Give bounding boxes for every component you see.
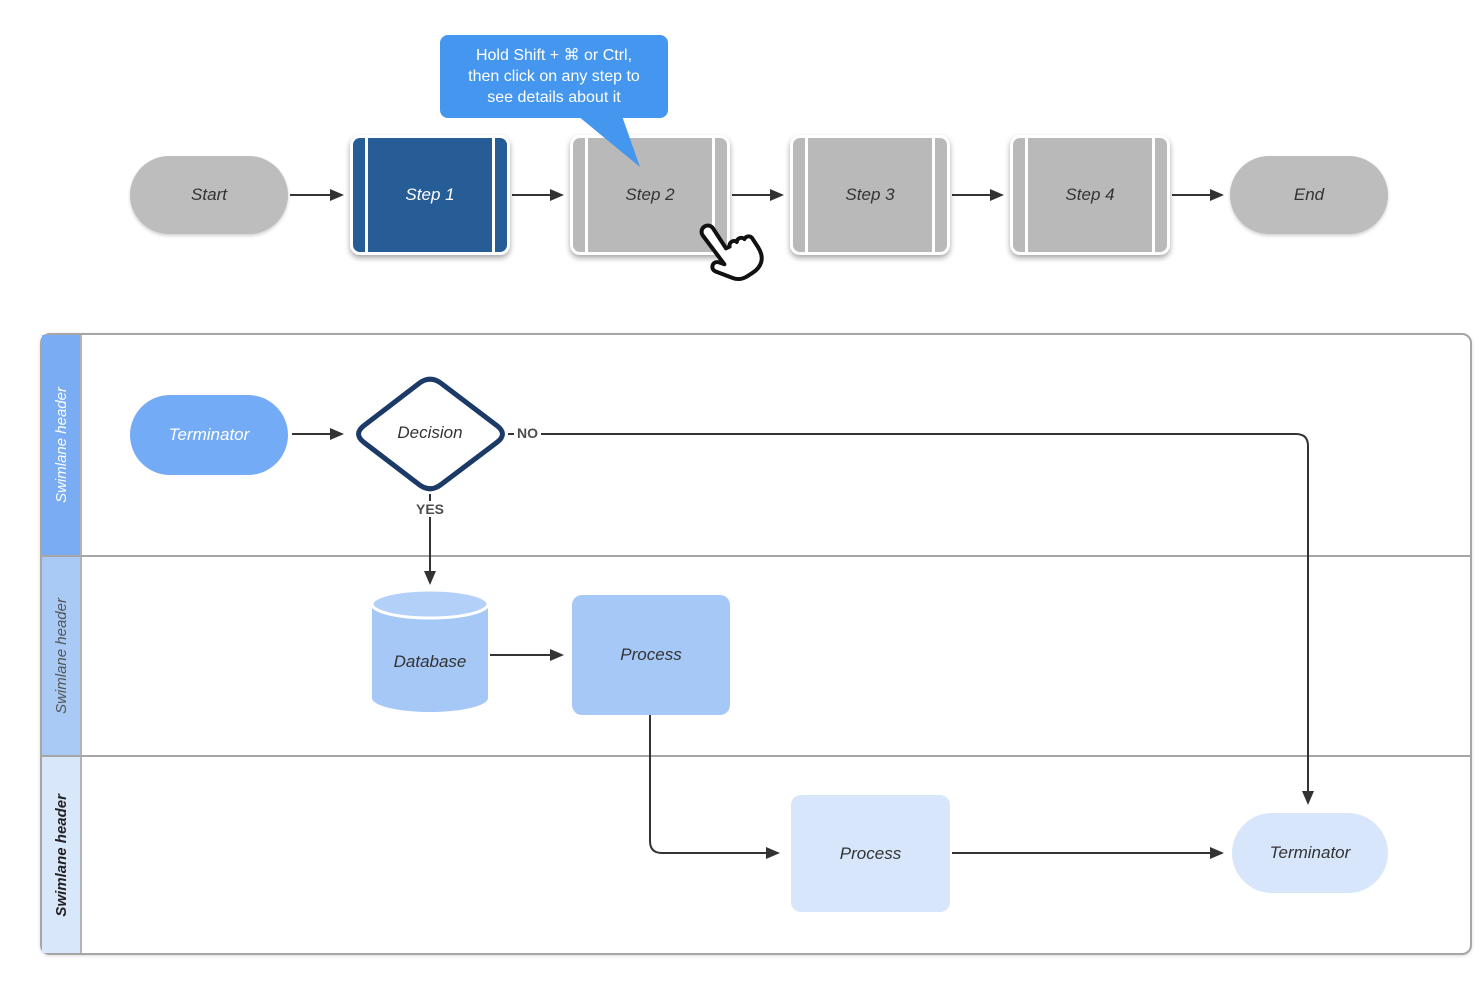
decision-label: Decision xyxy=(397,423,463,442)
swimlane-2-header-label: Swimlane header xyxy=(52,598,70,714)
step-2[interactable]: Step 2 xyxy=(570,135,730,255)
edge-label-no: NO xyxy=(514,425,541,441)
database-label: Database xyxy=(393,652,467,671)
step-4-label: Step 4 xyxy=(1065,185,1115,204)
end-label: End xyxy=(1293,185,1325,204)
step-1-label: Step 1 xyxy=(405,185,455,204)
step-3-label: Step 3 xyxy=(845,185,895,204)
swimlane-2-header[interactable]: Swimlane header xyxy=(42,557,82,755)
lane3-process[interactable]: Process xyxy=(791,795,950,912)
step-3[interactable]: Step 3 xyxy=(790,135,950,255)
lane3-terminator-label: Terminator xyxy=(1269,843,1351,862)
step-hint-tooltip: Hold Shift + ⌘ or Ctrl, then click on an… xyxy=(440,35,668,118)
lane2-process-label: Process xyxy=(620,645,682,664)
swimlane-3-header-label: Swimlane header xyxy=(52,793,70,917)
lane3-terminator[interactable]: Terminator xyxy=(1232,813,1388,893)
swimlane-1-body xyxy=(82,335,1470,555)
lane2-process[interactable]: Process xyxy=(572,595,730,715)
swimlane-1: Swimlane header xyxy=(42,335,1470,555)
lane3-process-label: Process xyxy=(839,843,902,863)
step-4[interactable]: Step 4 xyxy=(1010,135,1170,255)
tooltip-line-2: then click on any step to xyxy=(468,68,640,85)
edge-label-yes: YES xyxy=(413,501,448,517)
tooltip-line-1: Hold Shift + ⌘ or Ctrl, xyxy=(475,47,633,64)
swimlane-1-header-label: Swimlane header xyxy=(52,387,70,503)
start-terminator[interactable]: Start xyxy=(130,156,288,234)
database-shape[interactable]: Database xyxy=(360,652,500,672)
swimlane-3-header[interactable]: Swimlane header xyxy=(42,757,82,953)
swimlane-2-body xyxy=(82,557,1470,755)
tooltip-line-3: see details about it xyxy=(487,89,621,106)
start-label: Start xyxy=(191,185,227,204)
step-2-label: Step 2 xyxy=(625,185,675,204)
lane1-terminator[interactable]: Terminator xyxy=(130,395,288,475)
decision-shape[interactable]: Decision xyxy=(370,423,490,443)
lane1-terminator-label: Terminator xyxy=(168,425,250,444)
swimlane-2: Swimlane header xyxy=(42,555,1470,755)
swimlane-1-header[interactable]: Swimlane header xyxy=(42,335,82,555)
step-1[interactable]: Step 1 xyxy=(350,135,510,255)
end-terminator[interactable]: End xyxy=(1230,156,1388,234)
